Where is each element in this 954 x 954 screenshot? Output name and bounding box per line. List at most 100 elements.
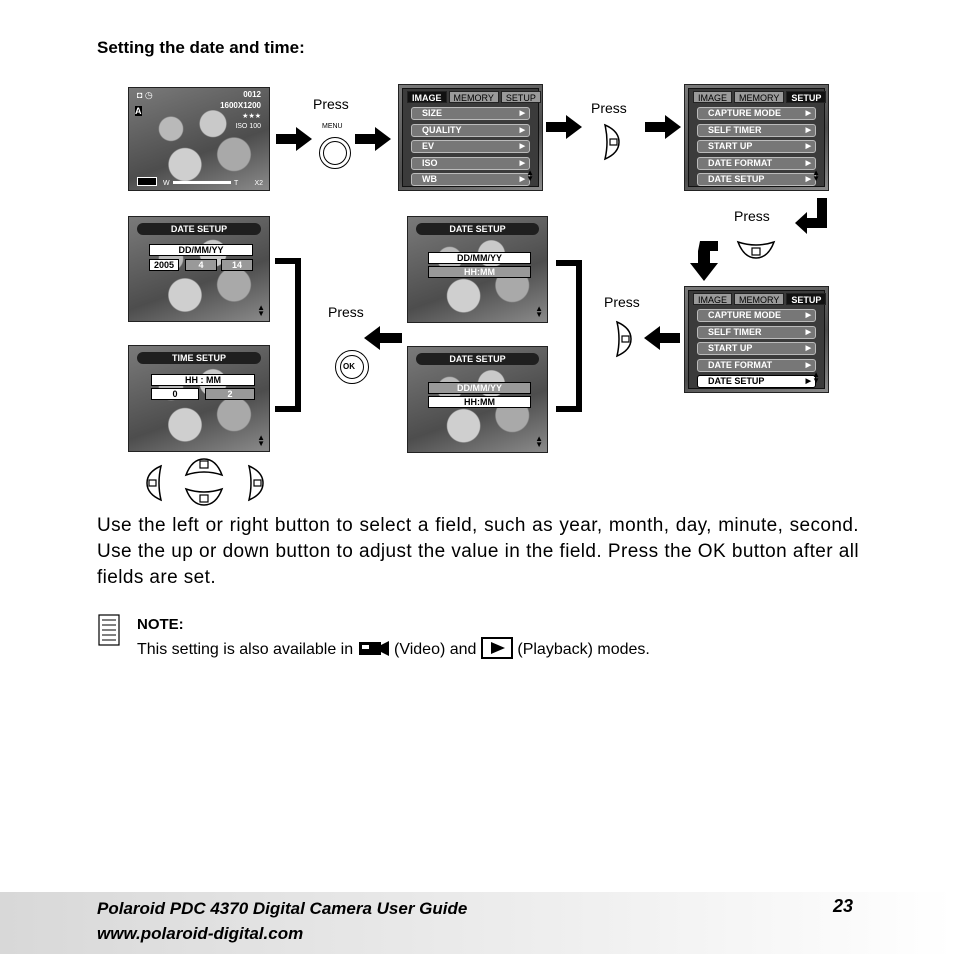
scroll-arrows-icon: ▲▼ <box>535 306 543 318</box>
iso-label: ISO 100 <box>235 123 261 130</box>
date-setup-time-screen: DATE SETUP DD/MM/YY HH:MM ▲▼ <box>407 346 548 453</box>
footer-url: www.polaroid-digital.com <box>97 924 303 944</box>
video-text: (Video) and <box>394 641 476 658</box>
left-button-icon <box>145 464 163 502</box>
battery-icon <box>137 177 157 186</box>
press-label-menu: Press <box>313 96 349 112</box>
right-button-icon <box>247 464 265 502</box>
setup-menu-screen: IMAGE MEMORY SETUP CAPTURE MODE SELF TIM… <box>684 84 829 191</box>
menu-item-date-setup-selected[interactable]: DATE SETUP <box>697 375 816 388</box>
flash-icon: A <box>135 106 142 116</box>
time-setup-screen: TIME SETUP HH : MM 0 2 ▲▼ <box>128 345 270 452</box>
press-label-right: Press <box>591 100 627 116</box>
menu-item-date-setup[interactable]: DATE SETUP <box>697 173 816 186</box>
time-format-field[interactable]: HH:MM <box>428 266 531 278</box>
menu-item-size[interactable]: SIZE <box>411 107 530 120</box>
tab-memory[interactable]: MEMORY <box>734 91 784 103</box>
press-label-down: Press <box>734 208 770 224</box>
scroll-arrows-icon: ▲▼ <box>257 435 265 447</box>
note-body: This setting is also available in (Video… <box>137 637 650 659</box>
quality-stars: ★★★ <box>242 112 261 120</box>
dialog-title: DATE SETUP <box>416 223 539 235</box>
tab-setup[interactable]: SETUP <box>501 91 541 103</box>
menu-item-start-up[interactable]: START UP <box>697 140 816 153</box>
tab-setup[interactable]: SETUP <box>786 91 826 103</box>
up-button-icon <box>184 457 224 477</box>
resolution-label: 1600X1200 <box>220 101 261 110</box>
date-format-field[interactable]: DD/MM/YY <box>428 252 531 264</box>
right-button-icon <box>615 320 633 358</box>
menu-item-capture-mode[interactable]: CAPTURE MODE <box>697 309 816 322</box>
menu-item-ev[interactable]: EV <box>411 140 530 153</box>
right-arrow-icon <box>355 127 391 151</box>
menu-item-quality[interactable]: QUALITY <box>411 124 530 137</box>
date-format-field: DD/MM/YY <box>149 244 253 256</box>
page-number: 23 <box>833 896 853 917</box>
time-format-field: HH : MM <box>151 374 255 386</box>
press-label-ok: Press <box>328 304 364 320</box>
tab-image[interactable]: IMAGE <box>693 91 732 103</box>
footer-title: Polaroid PDC 4370 Digital Camera User Gu… <box>97 899 467 919</box>
tab-image[interactable]: IMAGE <box>693 293 732 305</box>
menu-item-date-format[interactable]: DATE FORMAT <box>697 359 816 372</box>
preview-screen: ◘ ◷ 0012 A 1600X1200 ★★★ ISO 100 W T X2 <box>128 87 270 191</box>
setup-menu-date-selected-screen: IMAGE MEMORY SETUP CAPTURE MODE SELF TIM… <box>684 286 829 393</box>
zoom-x: X2 <box>254 180 263 187</box>
date-setup-values-screen: DATE SETUP DD/MM/YY 2005 4 14 ▲▼ <box>128 216 270 322</box>
date-format-field[interactable]: DD/MM/YY <box>428 382 531 394</box>
scroll-arrows-icon: ▲▼ <box>526 170 534 182</box>
left-arrow-icon <box>364 326 402 350</box>
time-format-field[interactable]: HH:MM <box>428 396 531 408</box>
menu-item-start-up[interactable]: START UP <box>697 342 816 355</box>
down-arrow-icon <box>680 241 718 281</box>
ok-label: OK <box>343 362 355 371</box>
menu-item-self-timer[interactable]: SELF TIMER <box>697 124 816 137</box>
month-field[interactable]: 4 <box>185 259 217 271</box>
menu-item-self-timer[interactable]: SELF TIMER <box>697 326 816 339</box>
scroll-arrows-icon: ▲▼ <box>812 170 820 182</box>
image-menu-screen: IMAGE MEMORY SETUP SIZE QUALITY EV ISO W… <box>398 84 543 191</box>
minute-field[interactable]: 2 <box>205 388 255 400</box>
menu-item-iso[interactable]: ISO <box>411 157 530 170</box>
playback-icon <box>481 637 513 659</box>
right-arrow-icon <box>276 127 312 151</box>
day-field[interactable]: 14 <box>221 259 253 271</box>
tab-memory[interactable]: MEMORY <box>449 91 499 103</box>
year-field[interactable]: 2005 <box>149 259 179 271</box>
press-label-right-2: Press <box>604 294 640 310</box>
camera-mode-icon: ◘ ◷ <box>137 90 153 101</box>
right-arrow-icon <box>645 115 681 139</box>
scroll-arrows-icon: ▲▼ <box>535 436 543 448</box>
menu-item-wb[interactable]: WB <box>411 173 530 186</box>
scroll-arrows-icon: ▲▼ <box>257 305 265 317</box>
scroll-arrows-icon: ▲▼ <box>812 372 820 384</box>
tab-image[interactable]: IMAGE <box>407 91 447 103</box>
note-title: NOTE: <box>137 616 184 633</box>
instruction-paragraph: Use the left or right button to select a… <box>97 513 859 591</box>
zoom-bar <box>173 181 231 184</box>
playback-text: (Playback) modes. <box>517 641 650 658</box>
hour-field[interactable]: 0 <box>151 388 199 400</box>
note-icon <box>98 614 120 648</box>
note-text: This setting is also available in <box>137 641 353 658</box>
right-arrow-icon <box>546 115 582 139</box>
tab-setup[interactable]: SETUP <box>786 293 826 305</box>
dialog-title: DATE SETUP <box>137 223 261 235</box>
right-button-icon <box>603 123 621 161</box>
dialog-title: TIME SETUP <box>137 352 261 364</box>
menu-button-inner <box>323 141 347 165</box>
bracket-connector <box>275 258 301 412</box>
down-button-icon <box>184 487 224 507</box>
date-setup-format-screen: DATE SETUP DD/MM/YY HH:MM ▲▼ <box>407 216 548 323</box>
left-arrow-icon <box>644 326 680 350</box>
section-heading: Setting the date and time: <box>97 38 305 58</box>
menu-label: MENU <box>322 123 343 130</box>
bracket-connector <box>556 260 582 412</box>
zoom-t: T <box>234 180 238 187</box>
video-icon <box>358 639 390 657</box>
tab-memory[interactable]: MEMORY <box>734 293 784 305</box>
menu-item-capture-mode[interactable]: CAPTURE MODE <box>697 107 816 120</box>
shot-counter: 0012 <box>243 90 261 99</box>
menu-item-date-format[interactable]: DATE FORMAT <box>697 157 816 170</box>
dialog-title: DATE SETUP <box>416 353 539 365</box>
